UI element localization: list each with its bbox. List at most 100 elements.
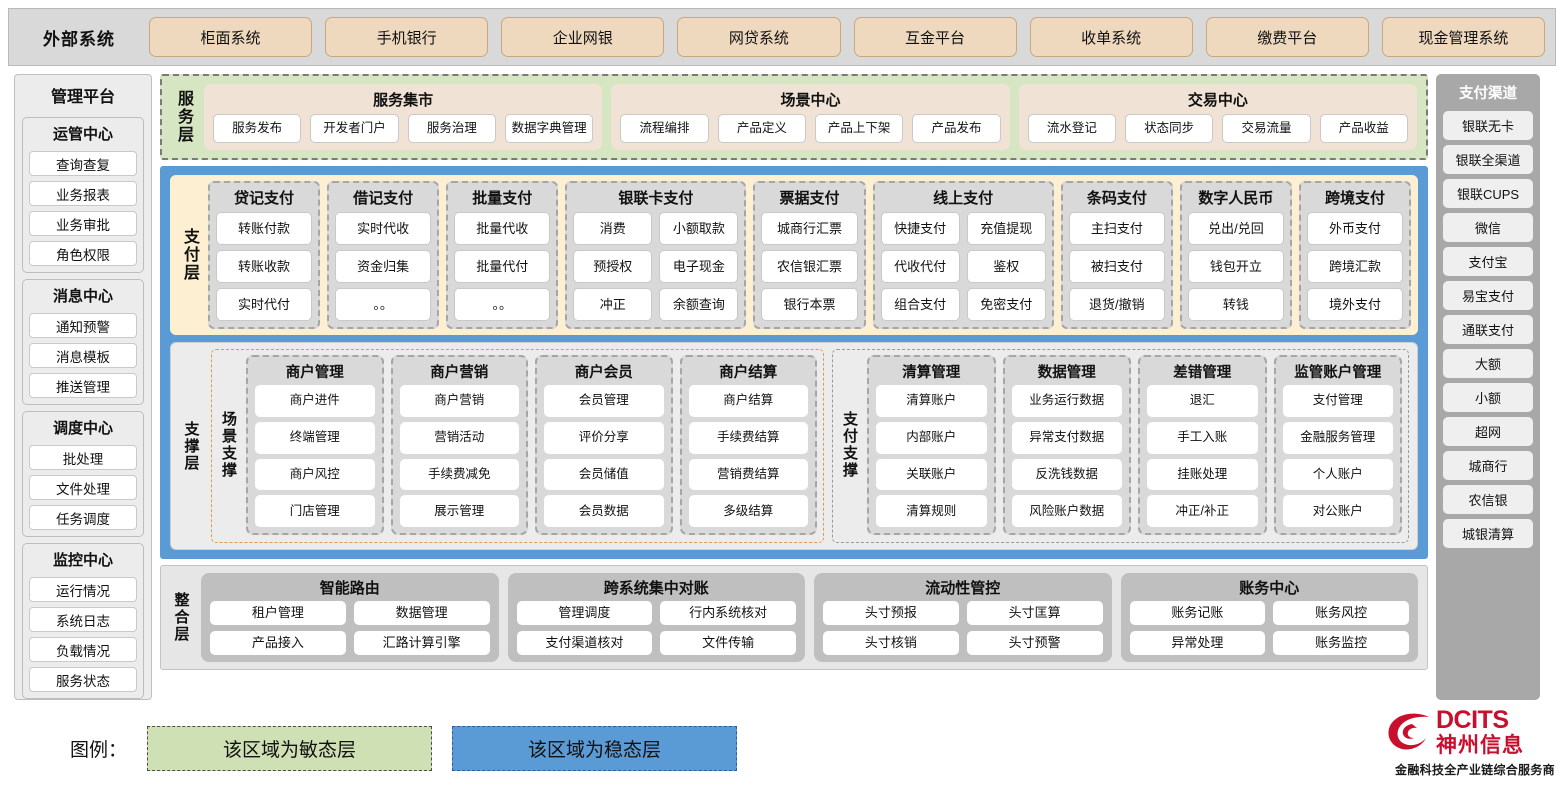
payment-item[interactable]: 实时代付 xyxy=(216,288,313,321)
management-item[interactable]: 业务审批 xyxy=(29,211,137,236)
payment-channel-item[interactable]: 小额 xyxy=(1443,383,1533,412)
service-item[interactable]: 产品上下架 xyxy=(814,114,904,143)
integration-item[interactable]: 支付渠道核对 xyxy=(516,631,653,655)
payment-item[interactable]: 批量代付 xyxy=(454,250,551,283)
payment-item[interactable]: 鉴权 xyxy=(966,250,1046,283)
management-item[interactable]: 角色权限 xyxy=(29,241,137,266)
payment-item[interactable]: 兑出/兑回 xyxy=(1187,212,1284,245)
management-item[interactable]: 负载情况 xyxy=(29,637,137,662)
service-item[interactable]: 服务治理 xyxy=(407,114,496,143)
support-item[interactable]: 清算规则 xyxy=(876,495,987,527)
support-item[interactable]: 多级结算 xyxy=(688,495,808,527)
management-item[interactable]: 任务调度 xyxy=(29,505,137,530)
external-system-item[interactable]: 互金平台 xyxy=(853,17,1017,57)
payment-item[interactable]: 批量代收 xyxy=(454,212,551,245)
payment-item[interactable]: 预授权 xyxy=(573,250,653,283)
support-item[interactable]: 商户进件 xyxy=(255,385,375,417)
support-item[interactable]: 门店管理 xyxy=(255,495,375,527)
management-item[interactable]: 文件处理 xyxy=(29,475,137,500)
support-item[interactable]: 异常支付数据 xyxy=(1011,421,1122,454)
payment-item[interactable]: 退货/撤销 xyxy=(1068,288,1165,321)
payment-channel-item[interactable]: 银联CUPS xyxy=(1443,179,1533,208)
service-item[interactable]: 数据字典管理 xyxy=(504,114,594,143)
management-item[interactable]: 系统日志 xyxy=(29,607,137,632)
integration-item[interactable]: 汇路计算引擎 xyxy=(353,631,490,655)
integration-item[interactable]: 头寸预警 xyxy=(966,631,1103,655)
management-item[interactable]: 消息模板 xyxy=(29,343,137,368)
payment-item[interactable]: 转账收款 xyxy=(216,250,313,283)
external-system-item[interactable]: 现金管理系统 xyxy=(1381,17,1545,57)
support-item[interactable]: 个人账户 xyxy=(1282,458,1393,491)
support-item[interactable]: 内部账户 xyxy=(876,421,987,454)
payment-item[interactable]: 消费 xyxy=(573,212,653,245)
service-item[interactable]: 流水登记 xyxy=(1027,114,1116,143)
payment-item[interactable]: 外币支付 xyxy=(1306,212,1404,245)
support-item[interactable]: 营销费结算 xyxy=(688,458,808,491)
integration-item[interactable]: 产品接入 xyxy=(210,631,346,655)
support-item[interactable]: 手续费结算 xyxy=(688,421,808,454)
service-item[interactable]: 产品发布 xyxy=(912,114,1001,143)
external-system-item[interactable]: 手机银行 xyxy=(325,17,489,57)
support-item[interactable]: 商户营销 xyxy=(399,385,519,417)
support-item[interactable]: 冲正/补正 xyxy=(1147,495,1258,527)
service-item[interactable]: 状态同步 xyxy=(1124,114,1214,143)
support-item[interactable]: 挂账处理 xyxy=(1147,458,1258,491)
management-item[interactable]: 批处理 xyxy=(29,445,137,470)
management-item[interactable]: 业务报表 xyxy=(29,181,137,206)
integration-item[interactable]: 数据管理 xyxy=(353,601,490,625)
integration-item[interactable]: 头寸匡算 xyxy=(966,601,1103,625)
payment-item[interactable]: 余额查询 xyxy=(659,288,739,321)
payment-channel-item[interactable]: 超网 xyxy=(1443,417,1533,446)
integration-item[interactable]: 账务风控 xyxy=(1273,601,1409,625)
payment-item[interactable]: 实时代收 xyxy=(335,212,432,245)
support-item[interactable]: 手工入账 xyxy=(1147,421,1258,454)
payment-item[interactable]: 资金归集 xyxy=(335,250,432,283)
management-item[interactable]: 服务状态 xyxy=(29,667,137,692)
integration-item[interactable]: 头寸核销 xyxy=(823,631,959,655)
management-item[interactable]: 通知预警 xyxy=(29,313,137,338)
payment-item[interactable]: 电子现金 xyxy=(659,250,739,283)
support-item[interactable]: 会员储值 xyxy=(544,458,664,491)
payment-item[interactable]: 转账付款 xyxy=(216,212,313,245)
support-item[interactable]: 展示管理 xyxy=(399,495,519,527)
support-item[interactable]: 终端管理 xyxy=(255,421,375,454)
payment-channel-item[interactable]: 支付宝 xyxy=(1443,247,1533,276)
integration-item[interactable]: 租户管理 xyxy=(210,601,346,625)
integration-item[interactable]: 账务监控 xyxy=(1273,631,1409,655)
payment-channel-item[interactable]: 易宝支付 xyxy=(1443,281,1533,310)
payment-channel-item[interactable]: 城商行 xyxy=(1443,451,1533,480)
payment-channel-item[interactable]: 大额 xyxy=(1443,349,1533,378)
payment-item[interactable]: 充值提现 xyxy=(966,212,1046,245)
integration-item[interactable]: 管理调度 xyxy=(516,601,653,625)
service-item[interactable]: 产品定义 xyxy=(717,114,806,143)
support-item[interactable]: 会员管理 xyxy=(544,385,664,417)
payment-item[interactable]: 跨境汇款 xyxy=(1306,250,1404,283)
payment-channel-item[interactable]: 农信银 xyxy=(1443,485,1533,514)
payment-item[interactable]: 主扫支付 xyxy=(1068,212,1165,245)
external-system-item[interactable]: 网贷系统 xyxy=(677,17,841,57)
external-system-item[interactable]: 缴费平台 xyxy=(1205,17,1369,57)
service-item[interactable]: 开发者门户 xyxy=(310,114,399,143)
payment-item[interactable]: 组合支付 xyxy=(880,288,960,321)
payment-item[interactable]: 转钱 xyxy=(1187,288,1284,321)
payment-item[interactable]: 钱包开立 xyxy=(1187,250,1284,283)
payment-channel-item[interactable]: 通联支付 xyxy=(1443,315,1533,344)
payment-channel-item[interactable]: 微信 xyxy=(1443,213,1533,242)
support-item[interactable]: 支付管理 xyxy=(1282,385,1393,417)
payment-item[interactable]: 小额取款 xyxy=(659,212,739,245)
integration-item[interactable]: 账务记账 xyxy=(1129,601,1266,625)
support-item[interactable]: 关联账户 xyxy=(876,458,987,491)
payment-item[interactable]: 快捷支付 xyxy=(880,212,960,245)
service-item[interactable]: 产品收益 xyxy=(1319,114,1408,143)
payment-item[interactable]: 境外支付 xyxy=(1306,288,1404,321)
support-item[interactable]: 金融服务管理 xyxy=(1282,421,1393,454)
service-item[interactable]: 服务发布 xyxy=(213,114,302,143)
support-item[interactable]: 评价分享 xyxy=(544,421,664,454)
management-item[interactable]: 推送管理 xyxy=(29,373,137,398)
payment-channel-item[interactable]: 城银清算 xyxy=(1443,519,1533,548)
external-system-item[interactable]: 柜面系统 xyxy=(149,17,313,57)
support-item[interactable]: 对公账户 xyxy=(1282,495,1393,527)
payment-item[interactable]: 城商行汇票 xyxy=(761,212,858,245)
integration-item[interactable]: 文件传输 xyxy=(660,631,796,655)
service-item[interactable]: 流程编排 xyxy=(620,114,709,143)
